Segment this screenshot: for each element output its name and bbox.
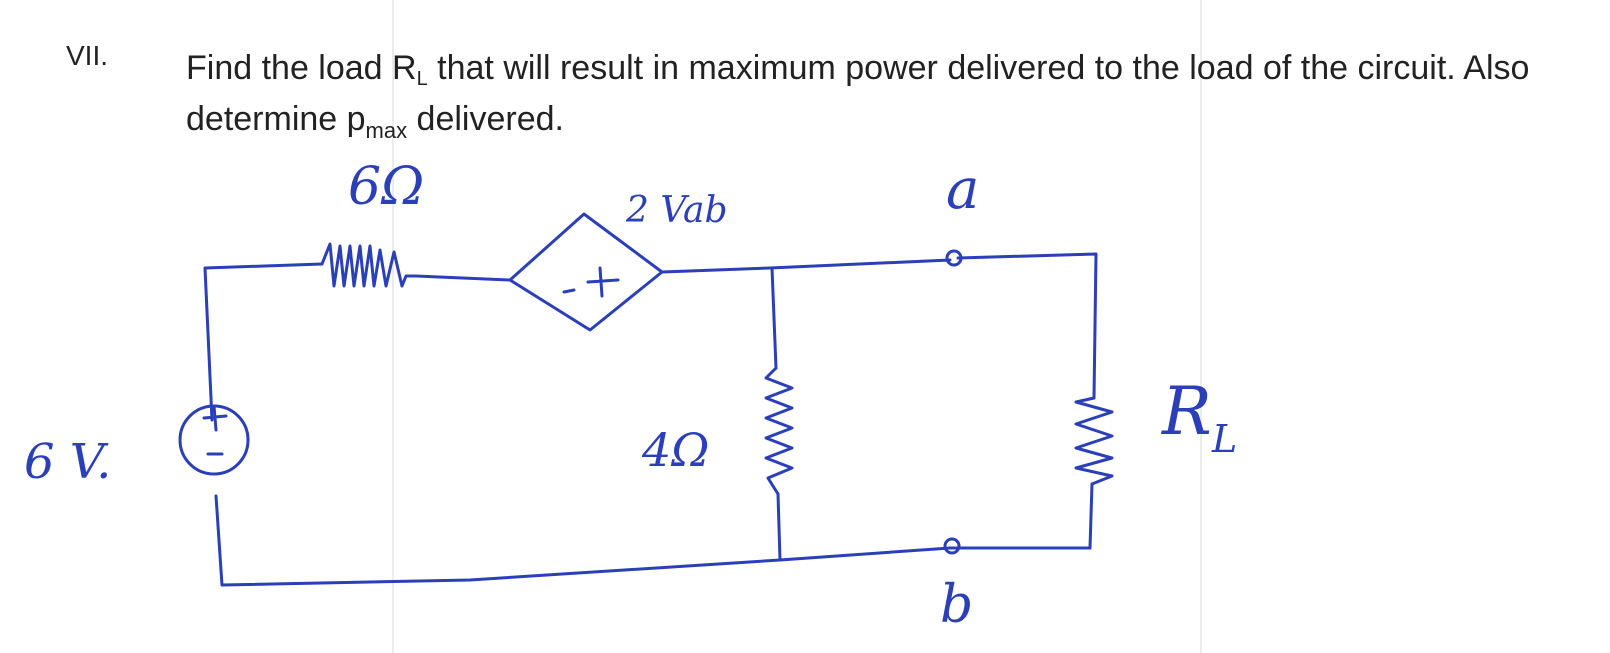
paper-fold-line	[392, 0, 394, 653]
resistor-6ohm	[320, 242, 418, 288]
wire-load-bottom	[1088, 482, 1094, 550]
dependent-source-diamond	[508, 212, 664, 332]
problem-number: VII.	[66, 40, 109, 71]
wire-shunt-top	[770, 266, 778, 370]
problem-text-subscript-max: max	[365, 118, 408, 143]
label-4ohm: 4Ω	[641, 423, 709, 477]
wire-source-to-node	[660, 258, 952, 274]
voltage-source-plus	[202, 404, 228, 432]
wire-bottom	[214, 494, 1092, 587]
terminal-b-dot	[943, 537, 961, 555]
label-source-voltage: 6 V.	[24, 434, 111, 490]
resistor-load	[1074, 396, 1114, 486]
paper-fold-line	[1200, 0, 1202, 653]
label-dependent-source: 2 Vab	[625, 190, 728, 231]
label-terminal-a: a	[946, 157, 979, 222]
resistor-4ohm	[764, 366, 794, 496]
problem-text-part2: that will result in maximum power delive…	[186, 49, 1530, 138]
problem-text-subscript-L: L	[416, 68, 428, 90]
label-load-subscript-L: L	[1211, 417, 1237, 461]
wire-resistor-to-source	[414, 274, 512, 282]
wire-left-top	[203, 262, 324, 422]
dependent-source-plus	[586, 266, 620, 298]
terminal-a-dot	[945, 249, 963, 267]
dependent-source-minus	[562, 288, 576, 294]
problem-text-part1: Find the load R	[186, 49, 417, 87]
wire-a-to-load	[956, 252, 1098, 400]
problem-statement: Find the load RL that will result in max…	[186, 48, 1566, 151]
label-load-R: R	[1161, 373, 1212, 450]
problem-text-part3: delivered.	[407, 100, 564, 138]
label-6ohm: 6Ω	[348, 157, 424, 217]
label-terminal-b: b	[940, 575, 973, 635]
wire-shunt-bottom	[776, 492, 782, 562]
